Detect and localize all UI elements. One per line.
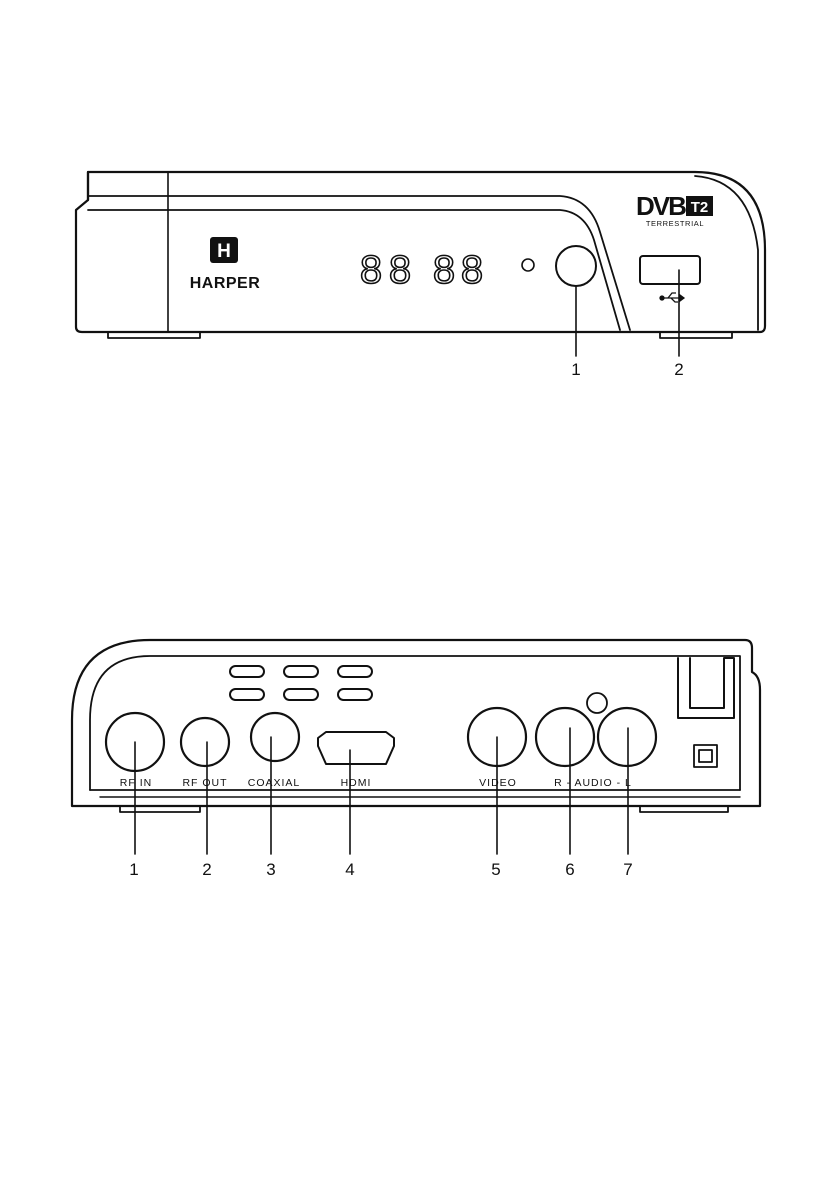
rear-foot-right [639, 805, 729, 813]
front-panel [74, 170, 767, 357]
front-foot-right [659, 331, 733, 339]
rear-body-outline [70, 638, 762, 808]
led-window [586, 692, 608, 714]
label-rf-in: RF IN [120, 777, 152, 789]
rear-callout-5: 5 [491, 860, 500, 879]
audio-left-rca-jack [596, 706, 658, 768]
power-cord-icon [677, 657, 735, 719]
rear-callout-3: 3 [266, 860, 275, 879]
vent-slots [229, 665, 373, 701]
audio-right-rca-jack [534, 706, 596, 768]
dvb-t2-logo: DVB T2 TERRESTRIAL [636, 191, 713, 228]
display-digit: 8 [360, 248, 382, 292]
double-insulation-icon [693, 744, 718, 768]
front-callout-2: 2 [674, 360, 683, 379]
logo-letter: H [217, 241, 231, 262]
t2-text: T2 [691, 199, 709, 216]
front-body-outline [74, 170, 767, 334]
rear-callout-7: 7 [623, 860, 632, 879]
rear-callout-2: 2 [202, 860, 211, 879]
rear-callout-6: 6 [565, 860, 574, 879]
label-audio: R - AUDIO - L [554, 777, 632, 789]
rear-callout-lines [134, 727, 629, 855]
label-coaxial: COAXIAL [248, 777, 301, 789]
hdmi-port [317, 731, 395, 765]
label-video: VIDEO [479, 777, 517, 789]
rear-connector-labels: RF IN RF OUT COAXIAL HDMI VIDEO R - AUDI… [120, 777, 632, 789]
rear-callouts: 1 2 3 4 5 6 7 [129, 860, 632, 879]
ir-window [555, 245, 597, 287]
front-right-cover [694, 175, 759, 331]
rear-callout-1: 1 [129, 860, 138, 879]
display-digit: 8 [433, 248, 455, 292]
standby-led [521, 258, 535, 272]
usb-icon [659, 292, 686, 303]
brand-name: HARPER [190, 275, 261, 292]
front-top-cover [87, 195, 631, 331]
led-display: 8 8 8 8 [359, 247, 484, 293]
front-foot-left [107, 331, 201, 339]
terrestrial-text: TERRESTRIAL [646, 219, 704, 228]
rf-out-connector [179, 716, 231, 768]
rear-panel [70, 638, 762, 855]
coaxial-connector [249, 711, 301, 763]
display-digit: 8 [461, 248, 483, 292]
display-digit: 8 [389, 248, 411, 292]
rear-foot-left [119, 805, 201, 813]
usb-port [639, 255, 701, 285]
rear-callout-4: 4 [345, 860, 354, 879]
front-bevel [87, 209, 621, 331]
dvb-text: DVB [636, 191, 686, 221]
label-hdmi: HDMI [341, 777, 372, 789]
label-rf-out: RF OUT [182, 777, 227, 789]
rear-inner-outline [89, 655, 741, 791]
front-callout-1: 1 [571, 360, 580, 379]
harper-logo: H HARPER [190, 237, 261, 292]
